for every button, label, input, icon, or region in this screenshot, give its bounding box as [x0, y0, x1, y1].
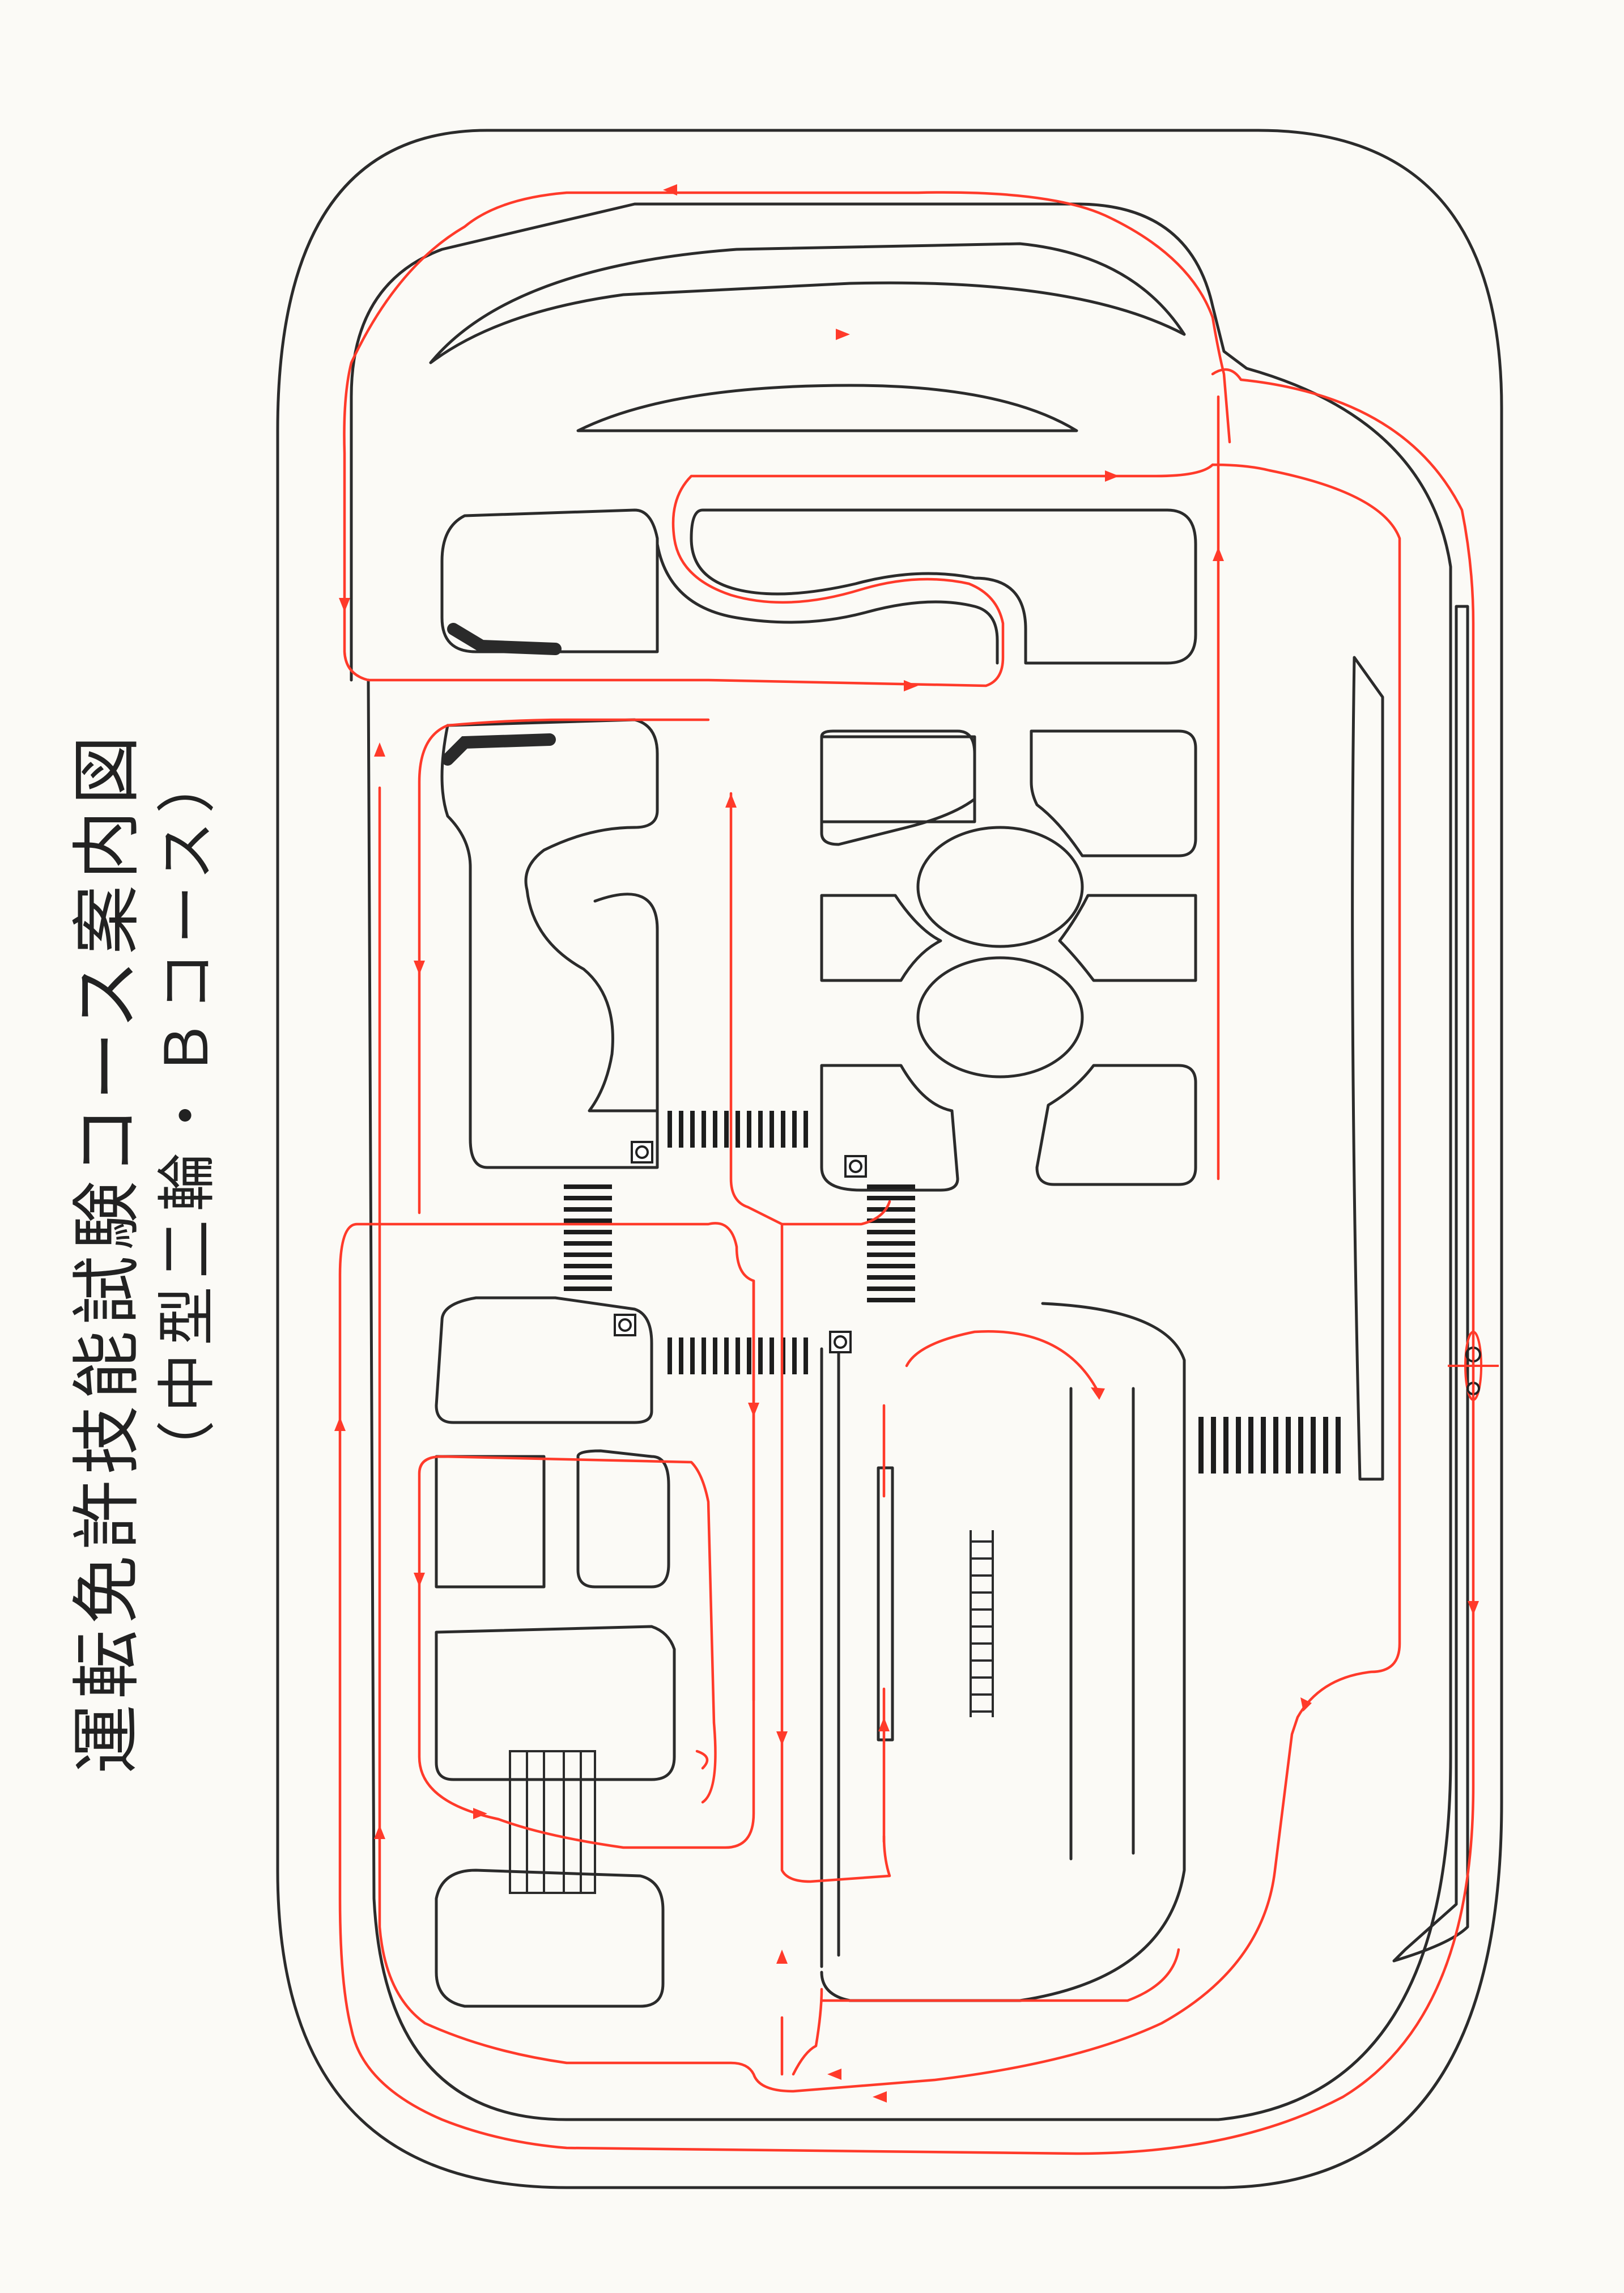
- exam-route: [338, 191, 1475, 2155]
- route-arrow-icon: [339, 598, 350, 612]
- route-arrows: [334, 184, 1479, 2103]
- traffic-signal-icon: [829, 1331, 852, 1353]
- route-arrow-icon: [827, 2069, 841, 2080]
- route-arrow-icon: [374, 742, 385, 757]
- route-arrow-icon: [663, 184, 677, 196]
- route-arrow-icon: [374, 1825, 385, 1839]
- lower-left-blocks: [435, 1449, 676, 2008]
- crosswalk-right: [1198, 1417, 1341, 1474]
- route-arrow-icon: [473, 1808, 487, 1819]
- route-arrow-icon: [1105, 470, 1119, 482]
- route-arrow-icon: [776, 1731, 788, 1746]
- route-arrow-icon: [878, 1717, 890, 1731]
- motorcycle-icon: [1448, 1331, 1499, 1405]
- route-arrow-icon: [334, 1417, 346, 1431]
- route-arrow-icon: [1300, 1697, 1312, 1712]
- outer-boundary: [276, 129, 1503, 2189]
- route-arrow-icon: [414, 1573, 425, 1587]
- route-arrow-icon: [873, 2091, 887, 2103]
- roundabout-block: [820, 729, 1197, 1192]
- crosswalk-left-vertical: [564, 1184, 612, 1291]
- right-island: [820, 605, 1469, 2002]
- route-arrow-icon: [776, 1950, 788, 1964]
- crank-block: [440, 718, 659, 1169]
- traffic-signal-icon: [614, 1314, 636, 1336]
- page-title: 運転免許技能試験コース案内図: [67, 730, 147, 1774]
- crosswalk-lower: [668, 1337, 808, 1374]
- ladder: [970, 1530, 994, 1717]
- route-arrow-icon: [1213, 547, 1224, 561]
- route-arrow-icon: [1468, 1601, 1479, 1615]
- traffic-signals: [614, 1141, 867, 1353]
- route-arrow-icon: [748, 1403, 759, 1417]
- upper-block: [440, 508, 1197, 665]
- route-arrow-icon: [1091, 1387, 1105, 1400]
- traffic-signal-icon: [631, 1141, 653, 1164]
- middle-left-block: [435, 1296, 653, 1424]
- crosswalks: [564, 1111, 1341, 1474]
- crosswalk-center-vertical: [867, 1184, 915, 1302]
- route-arrow-icon: [904, 680, 918, 691]
- route-arrow-icon: [414, 961, 425, 975]
- traffic-signal-icon: [844, 1155, 867, 1178]
- crescent-islands: [429, 242, 1186, 432]
- crosswalk-upper: [668, 1111, 808, 1148]
- route-arrow-icon: [725, 793, 737, 808]
- page-subtitle: （中型二輪・Ｂコース）: [152, 746, 222, 1479]
- route-arrow-icon: [836, 329, 850, 340]
